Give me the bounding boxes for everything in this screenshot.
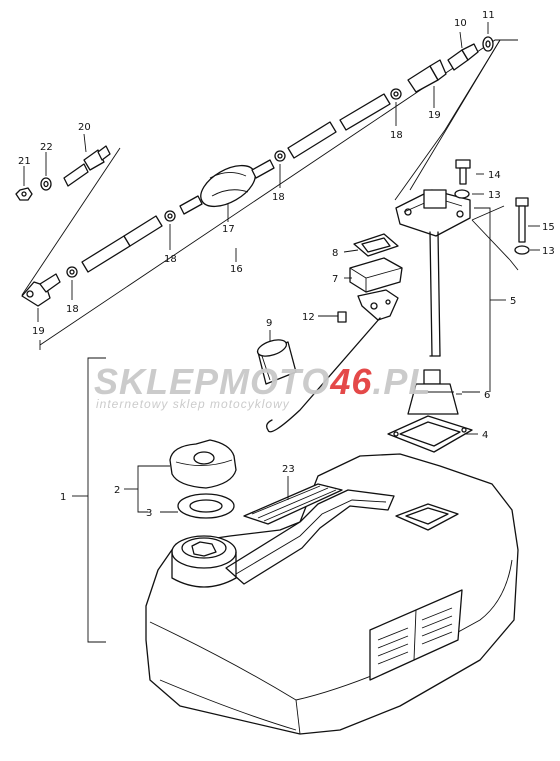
connector — [447, 43, 479, 71]
watermark-tagline: internetowy sklep motocyklowy — [96, 397, 290, 411]
hose-clip-3 — [274, 150, 286, 162]
nipple — [63, 145, 111, 187]
watermark: SKLEPMOTO46.PL internetowy sklep motocyk… — [94, 361, 431, 411]
label-23 — [243, 483, 343, 525]
pickup-filter — [407, 369, 459, 415]
cap — [169, 439, 237, 489]
primer-bulb — [179, 159, 275, 215]
part-label-9: 9 — [266, 318, 272, 329]
part-label-18-a: 18 — [66, 304, 79, 315]
washer-11 — [482, 36, 494, 52]
hose-connector-right — [407, 59, 447, 93]
hose-segment-3 — [287, 121, 337, 159]
warning-plate — [369, 589, 463, 681]
washer-22 — [40, 177, 52, 191]
washer-13-top — [454, 189, 470, 199]
gauge-gasket — [387, 415, 473, 453]
washer-13-bottom — [514, 245, 530, 255]
part-label-6: 6 — [484, 390, 490, 401]
callout-lines — [23, 22, 540, 643]
part-label-3: 3 — [146, 508, 152, 519]
part-label-5: 5 — [510, 296, 516, 307]
part-label-4: 4 — [482, 430, 488, 441]
nut — [15, 187, 33, 201]
hose-segment-2 — [123, 215, 163, 247]
hose-clip-1 — [66, 266, 78, 278]
bolt-15 — [515, 197, 529, 243]
watermark-brand: SKLEPMOTO46.PL — [94, 361, 431, 402]
part-label-15: 15 — [542, 222, 555, 233]
fuel-pickup-assembly — [395, 189, 471, 357]
cap-gasket — [177, 493, 235, 519]
hose-clip-2 — [164, 210, 176, 222]
float — [256, 339, 297, 385]
part-label-13-top: 13 — [488, 190, 501, 201]
hose-segment-1 — [81, 235, 131, 273]
part-label-19-a: 19 — [32, 326, 45, 337]
part-label-14: 14 — [488, 170, 501, 181]
part-label-18-b: 18 — [164, 254, 177, 265]
screw — [337, 311, 347, 323]
part-label-13-bottom: 13 — [542, 246, 555, 257]
part-label-20: 20 — [78, 122, 91, 133]
hose-clip-4 — [390, 88, 402, 100]
part-label-10: 10 — [454, 18, 467, 29]
vent-gasket — [353, 233, 399, 257]
part-label-16: 16 — [230, 264, 243, 275]
watermark-brand-suffix: .PL — [372, 361, 431, 402]
watermark-brand-part1: SKLEPMOTO — [94, 361, 330, 402]
bolt-14 — [455, 159, 471, 185]
part-label-22: 22 — [40, 142, 53, 153]
watermark-brand-part2: 46 — [329, 361, 372, 402]
part-label-1: 1 — [60, 492, 66, 503]
part-label-21: 21 — [18, 156, 31, 167]
part-labels: 1 2 3 4 5 6 7 8 9 10 11 12 13 13 14 15 1… — [18, 10, 555, 519]
part-label-17: 17 — [222, 224, 235, 235]
part-label-7: 7 — [332, 274, 338, 285]
fuel-tank — [145, 453, 519, 735]
vent-cover — [349, 257, 403, 293]
hose-segment-4 — [339, 93, 391, 131]
part-label-18-d: 18 — [390, 130, 403, 141]
float-arm — [266, 289, 399, 433]
part-label-23: 23 — [282, 464, 295, 475]
part-label-12: 12 — [302, 312, 315, 323]
part-label-19-b: 19 — [428, 110, 441, 121]
hose-connector-left — [21, 273, 61, 307]
part-label-2: 2 — [114, 485, 120, 496]
part-label-18-c: 18 — [272, 192, 285, 203]
part-label-8: 8 — [332, 248, 338, 259]
fuel-line-assembly — [21, 36, 518, 350]
part-label-11: 11 — [482, 10, 495, 21]
